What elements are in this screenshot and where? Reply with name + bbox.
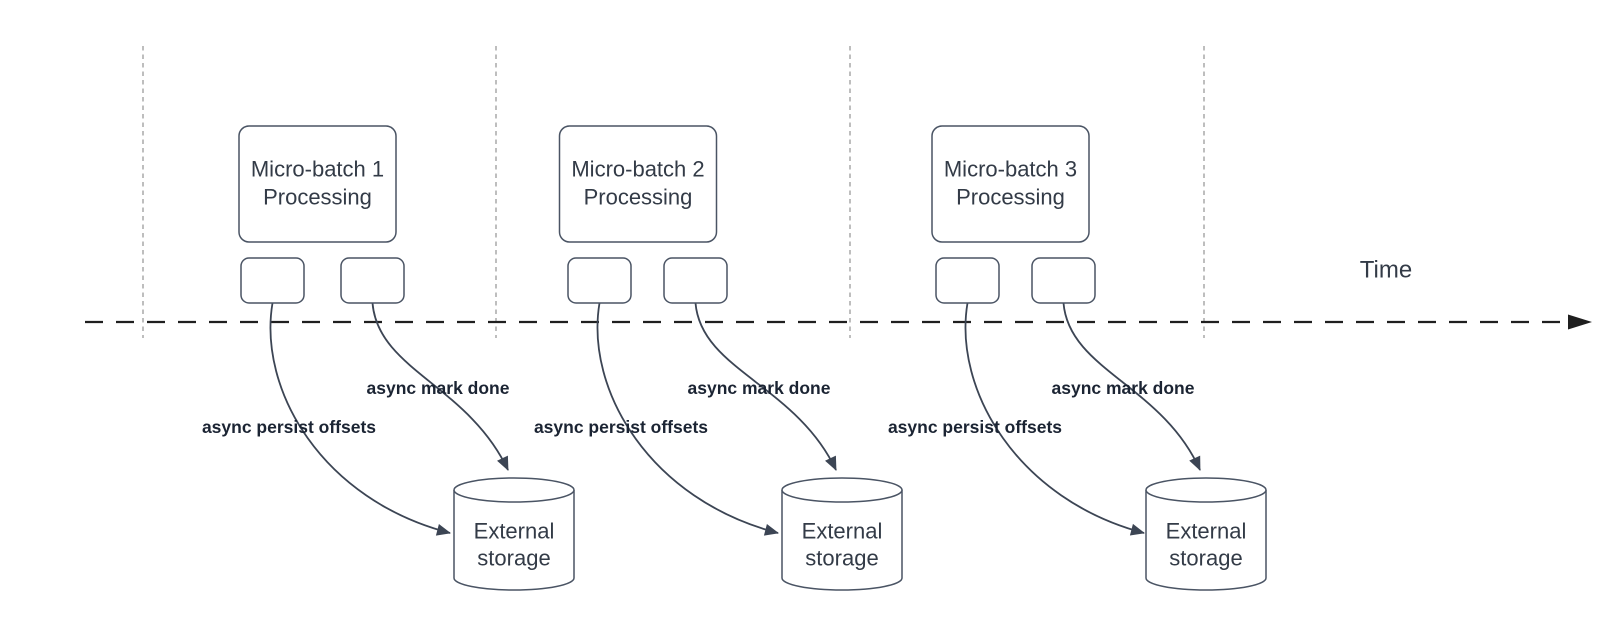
external-storage-label-1-line1: External [474,519,555,544]
microbatch-group-3: Micro-batch 3 Processing async persist o… [888,125,1267,591]
mark-done-task-box-1 [340,257,405,304]
persist-task-box-2 [567,257,632,304]
mark-done-arrow-3 [1062,302,1201,471]
microbatch-3-title-line2: Processing [956,185,1065,210]
external-storage-label-2-line1: External [802,519,883,544]
persist-task-box-1 [240,257,305,304]
persist-offsets-label-3: async persist offsets [888,417,1062,437]
microbatch-group-1: Micro-batch 1 Processing async persist o… [202,125,575,591]
external-storage-cylinder-top-3 [1145,477,1267,503]
external-storage-label-3-line1: External [1166,519,1247,544]
microbatch-1-box [238,125,397,243]
mark-done-label-3: async mark done [1052,378,1195,398]
mark-done-task-box-3 [1031,257,1096,304]
persist-offsets-label-1: async persist offsets [202,417,376,437]
persist-offsets-label-2: async persist offsets [534,417,708,437]
mark-done-task-box-2 [663,257,728,304]
microbatch-2-title-line1: Micro-batch 2 [571,157,704,182]
external-storage-cylinder-3 [1145,490,1267,591]
mark-done-arrow-2 [694,302,837,471]
mark-done-label-2: async mark done [688,378,831,398]
persist-task-box-3 [935,257,1000,304]
microbatch-3-box [931,125,1090,243]
persist-offsets-arrow-1 [269,302,451,536]
persist-offsets-arrow-3 [964,302,1145,536]
microbatch-3-title-line1: Micro-batch 3 [944,157,1077,182]
mark-done-arrow-1 [371,302,509,471]
microbatch-group-2: Micro-batch 2 Processing async persist o… [534,125,903,591]
mark-done-label-1: async mark done [367,378,510,398]
external-storage-label-1-line2: storage [477,546,550,571]
microbatch-2-title-line2: Processing [584,185,693,210]
external-storage-cylinder-1 [453,490,575,591]
external-storage-label-2-line2: storage [805,546,878,571]
external-storage-label-3-line2: storage [1169,546,1242,571]
time-axis-label: Time [1360,257,1412,284]
microbatch-1-title-line1: Micro-batch 1 [251,157,384,182]
microbatch-1-title-line2: Processing [263,185,372,210]
external-storage-cylinder-top-1 [453,477,575,503]
external-storage-cylinder-2 [781,490,903,591]
microbatch-2-box [558,125,718,243]
external-storage-cylinder-top-2 [781,477,903,503]
persist-offsets-arrow-2 [596,302,779,536]
time-axis-arrowhead-icon [1568,314,1592,330]
